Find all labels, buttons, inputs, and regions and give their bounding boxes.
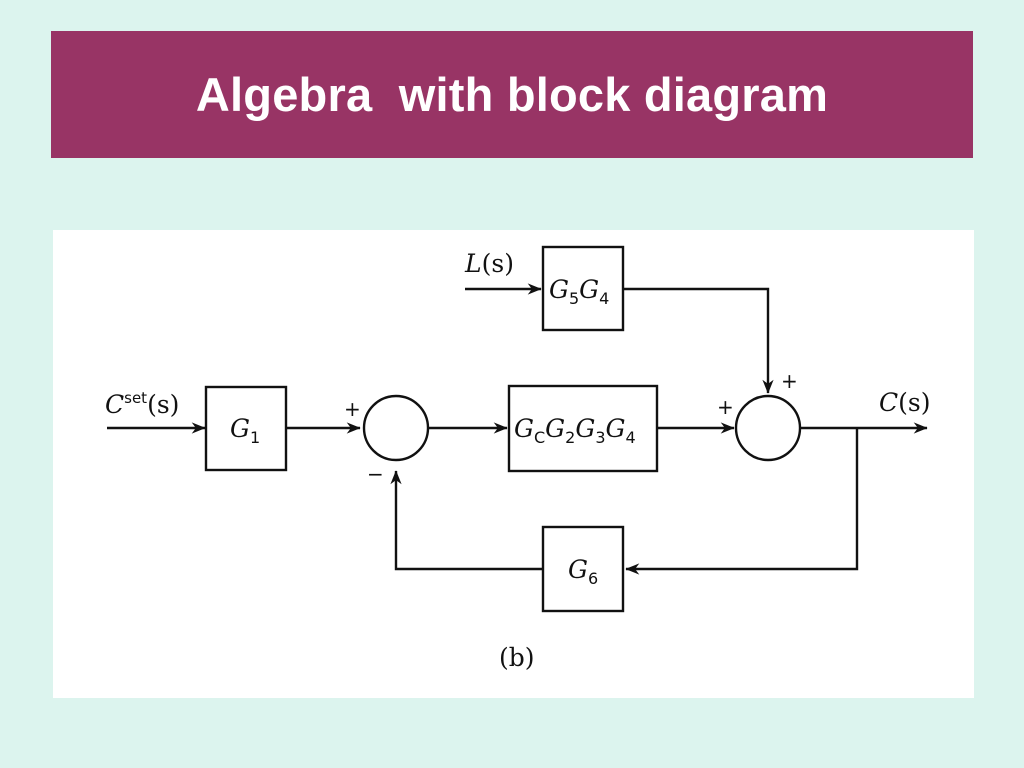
g6-block	[541, 525, 625, 613]
g5g4-block	[541, 245, 625, 332]
controller-process-label: GCG2G3G4	[514, 414, 636, 447]
feedback-to-g6-arrow	[625, 428, 859, 575]
output-label: C(s)	[879, 388, 930, 417]
g6-to-sum1-arrow	[390, 470, 543, 571]
block-diagram: Cset(s) L(s) C(s) G1 G5G4 GCG2G3G4 G6 + …	[105, 245, 930, 672]
g5g4-label: G5G4	[549, 275, 609, 308]
title-banner: Algebra with block diagram	[51, 31, 973, 158]
block-diagram-panel: Cset(s) L(s) C(s) G1 G5G4 GCG2G3G4 G6 + …	[53, 230, 974, 698]
load-path-arrow	[623, 287, 774, 394]
load-label: L(s)	[464, 249, 514, 278]
g1-block	[204, 385, 288, 472]
sum2-left-plus-sign: +	[717, 395, 734, 419]
summing-junction-2	[734, 394, 802, 462]
summing-junction-1	[362, 394, 430, 462]
g6-label: G6	[568, 555, 598, 588]
diagram-caption: (b)	[499, 643, 535, 672]
sum2-top-plus-sign: +	[781, 369, 798, 393]
controller-process-block	[507, 384, 659, 473]
setpoint-label: Cset(s)	[105, 389, 179, 419]
g1-label: G1	[230, 414, 260, 447]
sum1-plus-sign: +	[344, 397, 361, 421]
slide-title: Algebra with block diagram	[195, 68, 829, 121]
sum1-minus-sign: −	[367, 462, 384, 486]
